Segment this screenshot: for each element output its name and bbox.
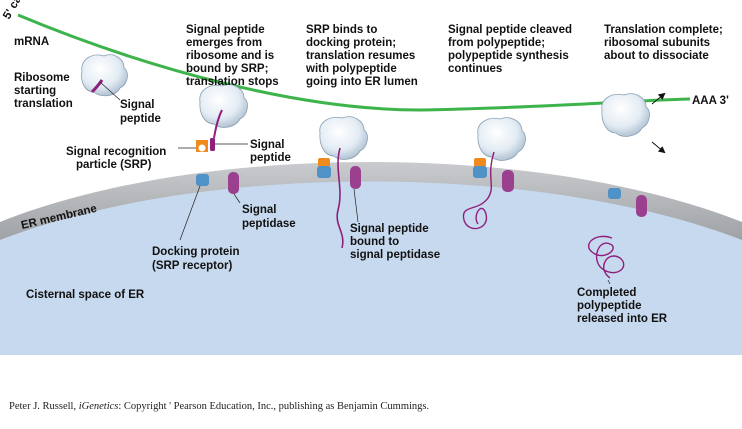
cisternal-space-label: Cisternal space of ER	[26, 289, 145, 301]
credit-rest: : Copyright ' Pearson Education, Inc., p…	[118, 401, 430, 412]
docking-protein-3	[317, 166, 331, 178]
signal-peptide-2-label: Signal peptide	[250, 139, 291, 164]
ribosome-starting-label: Ribosome starting translation	[14, 72, 73, 110]
peptidase-5	[636, 195, 647, 217]
completed-polypeptide-label: Completed polypeptide released into ER	[577, 287, 668, 325]
docking-protein-2	[196, 174, 209, 186]
leader-peptidase	[233, 193, 241, 204]
peptidase-2	[228, 172, 239, 194]
srp-label: Signal recognition particle (SRP)	[66, 146, 170, 171]
leader-docking-protein	[179, 185, 201, 241]
ribosome-srp-bound	[196, 84, 248, 152]
stage3-caption: SRP binds to docking protein; translatio…	[305, 24, 419, 88]
credit-author: Peter J. Russell,	[9, 401, 79, 412]
leader-completed	[607, 279, 611, 285]
stage2-caption: Signal peptide emerges from ribosome and…	[186, 24, 279, 88]
ribosome-starting	[81, 54, 128, 97]
docking-protein-4	[473, 166, 487, 178]
ribosome-dissociating	[601, 92, 666, 154]
peptidase-4	[502, 170, 514, 192]
dissociate-arrow-up	[651, 92, 666, 105]
srp-on-dock-4	[474, 158, 486, 167]
three-prime-tail-label: AAA 3'	[692, 95, 729, 107]
srp-on-dock	[318, 158, 330, 167]
copyright-credit: Peter J. Russell, iGenetics: Copyright '…	[9, 401, 429, 412]
leader-signal-peptide-1	[99, 81, 121, 101]
signal-peptide-segment	[210, 138, 215, 151]
leader-bound	[353, 188, 359, 223]
ribosome-cleaved	[462, 117, 526, 230]
docking-protein-5	[608, 188, 621, 199]
peptidase-3	[350, 166, 361, 189]
er-lumen	[0, 179, 742, 355]
dissociate-arrow-down	[651, 141, 666, 154]
er-membrane	[0, 162, 742, 240]
signal-peptidase-label: Signal peptidase	[242, 204, 296, 230]
signal-peptide-1-label: Signal peptide	[120, 99, 161, 125]
ribosome-docked	[317, 116, 368, 249]
credit-work: iGenetics	[78, 401, 119, 412]
docking-protein-label: Docking protein (SRP receptor)	[152, 246, 243, 272]
stage5-caption: Translation complete; ribosomal subunits…	[604, 24, 726, 62]
mrna-label: mRNA	[14, 36, 49, 48]
bound-to-peptidase-label: Signal peptide bound to signal peptidase	[350, 223, 440, 261]
completed-polypeptide	[587, 235, 625, 279]
stage4-caption: Signal peptide cleaved from polypeptide;…	[448, 24, 575, 75]
